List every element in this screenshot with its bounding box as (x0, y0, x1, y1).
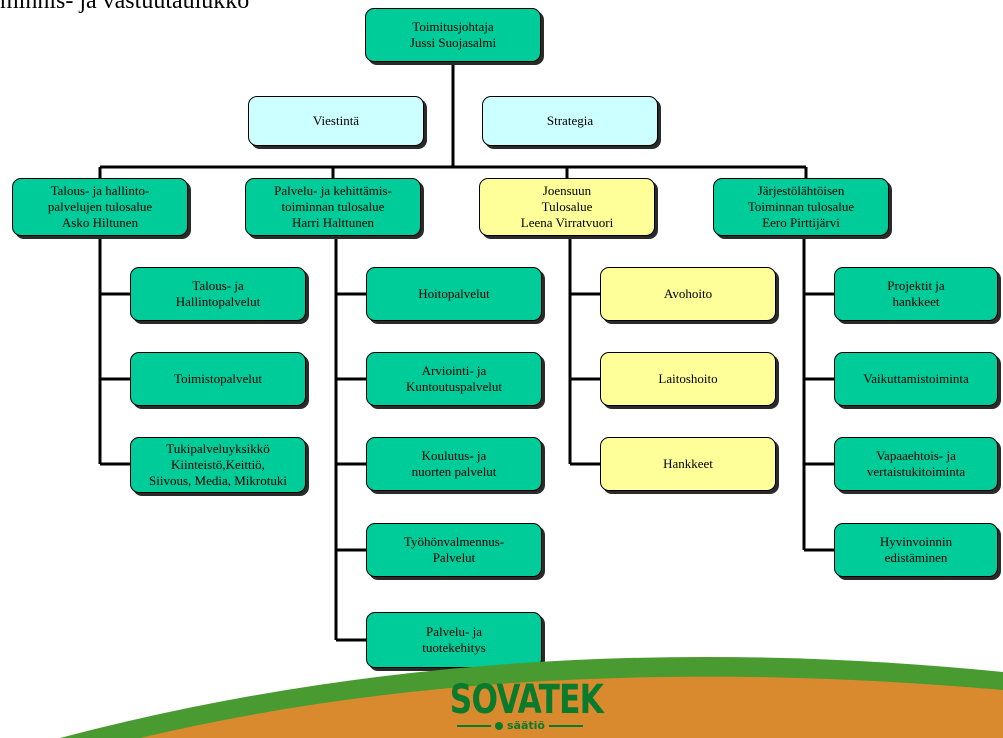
logo-rule-right (548, 725, 583, 727)
unit-head-name: Harri Halttunen (292, 215, 374, 230)
unit-head-name: Leena Virratvuori (520, 215, 614, 230)
service-label-line: Kiinteistö,Keittiö, (171, 457, 265, 472)
service-box: Toimistopalvelut (130, 352, 306, 406)
service-box: Projektit ja hankkeet (834, 267, 998, 321)
service-box: Hoitopalvelut (366, 267, 542, 321)
ceo-name: Jussi Suojasalmi (409, 35, 497, 50)
service-label-line: vertaistukitoiminta (866, 464, 966, 479)
service-label-line: Palvelu- ja (426, 624, 482, 639)
logo-subline: säätiö (430, 720, 610, 732)
service-label-line: Hankkeet (663, 456, 713, 471)
unit-label-line: Tulosalue (541, 199, 593, 214)
unit-box-finance-admin: Talous- ja hallinto- palvelujen tulosalu… (12, 178, 188, 236)
service-label-line: Koulutus- ja (421, 448, 487, 463)
service-label-line: Kuntoutuspalvelut (405, 379, 503, 394)
service-label-line: Työhönvalmennus- (403, 534, 505, 549)
service-box: Koulutus- ja nuorten palvelut (366, 437, 542, 491)
unit-head-name: Asko Hiltunen (61, 215, 139, 230)
service-label-line: Talous- ja (192, 278, 244, 293)
ceo-box: Toimitusjohtaja Jussi Suojasalmi (365, 8, 541, 62)
service-label-line: Arviointi- ja (421, 363, 487, 378)
service-box: Tukipalveluyksikkö Kiinteistö,Keittiö, S… (130, 437, 306, 493)
ceo-title: Toimitusjohtaja (412, 19, 494, 34)
service-label-line: Avohoito (663, 286, 713, 301)
service-box: Työhönvalmennus- Palvelut (366, 523, 542, 577)
service-label-line: Vapaaehtois- ja (876, 448, 956, 463)
service-label-line: Hoitopalvelut (418, 286, 490, 301)
service-label-line: Toimistopalvelut (174, 371, 262, 386)
service-box: Laitoshoito (600, 352, 776, 406)
ground-orange-band (140, 676, 1003, 738)
service-label-line: tuotekehitys (422, 640, 486, 655)
service-label-line: Hallintopalvelut (175, 294, 261, 309)
service-box: Talous- ja Hallintopalvelut (130, 267, 306, 321)
strategy-label: Strategia (546, 113, 594, 128)
service-box: Arviointi- ja Kuntoutuspalvelut (366, 352, 542, 406)
service-label-line: Laitoshoito (658, 371, 718, 386)
service-box: Hankkeet (600, 437, 776, 491)
service-box: Palvelu- ja tuotekehitys (366, 612, 542, 668)
unit-label-line: Talous- ja hallinto- (50, 183, 150, 198)
service-label-line: Tukipalveluyksikkö (166, 441, 270, 456)
logo-rule-left (457, 725, 491, 727)
service-label-line: edistäminen (884, 550, 948, 565)
sovatek-logo: SOVATEK säätiö (430, 680, 610, 732)
unit-box-joensuu: Joensuun Tulosalue Leena Virratvuori (479, 178, 655, 236)
service-label-line: Siivous, Media, Mikrotuki (149, 473, 287, 488)
unit-box-service-development: Palvelu- ja kehittämis- toiminnan tulosa… (245, 178, 421, 236)
unit-label-line: toiminnan tulosalue (281, 199, 385, 214)
service-label-line: hankkeet (892, 294, 940, 309)
communications-box: Viestintä (248, 96, 424, 146)
unit-label-line: Toiminnan tulosalue (747, 199, 855, 214)
strategy-box: Strategia (482, 96, 658, 146)
unit-label-line: palvelujen tulosalue (47, 199, 153, 214)
service-box: Vapaaehtois- ja vertaistukitoiminta (834, 437, 998, 491)
unit-label-line: Järjestölähtöisen (757, 183, 845, 198)
page-heading: minnis- ja vastuutaulukko (0, 0, 250, 14)
logo-dot-icon (495, 722, 503, 730)
unit-label-line: Palvelu- ja kehittämis- (274, 183, 392, 198)
service-box: Avohoito (600, 267, 776, 321)
service-label-line: Hyvinvoinnin (879, 534, 953, 549)
service-label-line: nuorten palvelut (411, 464, 497, 479)
unit-box-organisation-based: Järjestölähtöisen Toiminnan tulosalue Ee… (713, 178, 889, 236)
logo-wordmark: SOVATEK (449, 677, 604, 723)
logo-subtitle: säätiö (507, 719, 545, 732)
unit-label-line: Joensuun (542, 183, 592, 198)
service-box: Hyvinvoinnin edistäminen (834, 523, 998, 577)
communications-label: Viestintä (312, 113, 360, 128)
unit-head-name: Eero Pirttijärvi (762, 215, 840, 230)
service-label-line: Vaikuttamistoiminta (863, 371, 969, 386)
service-label-line: Projektit ja (887, 278, 945, 293)
service-label-line: Palvelut (432, 550, 476, 565)
service-box: Vaikuttamistoiminta (834, 352, 998, 406)
